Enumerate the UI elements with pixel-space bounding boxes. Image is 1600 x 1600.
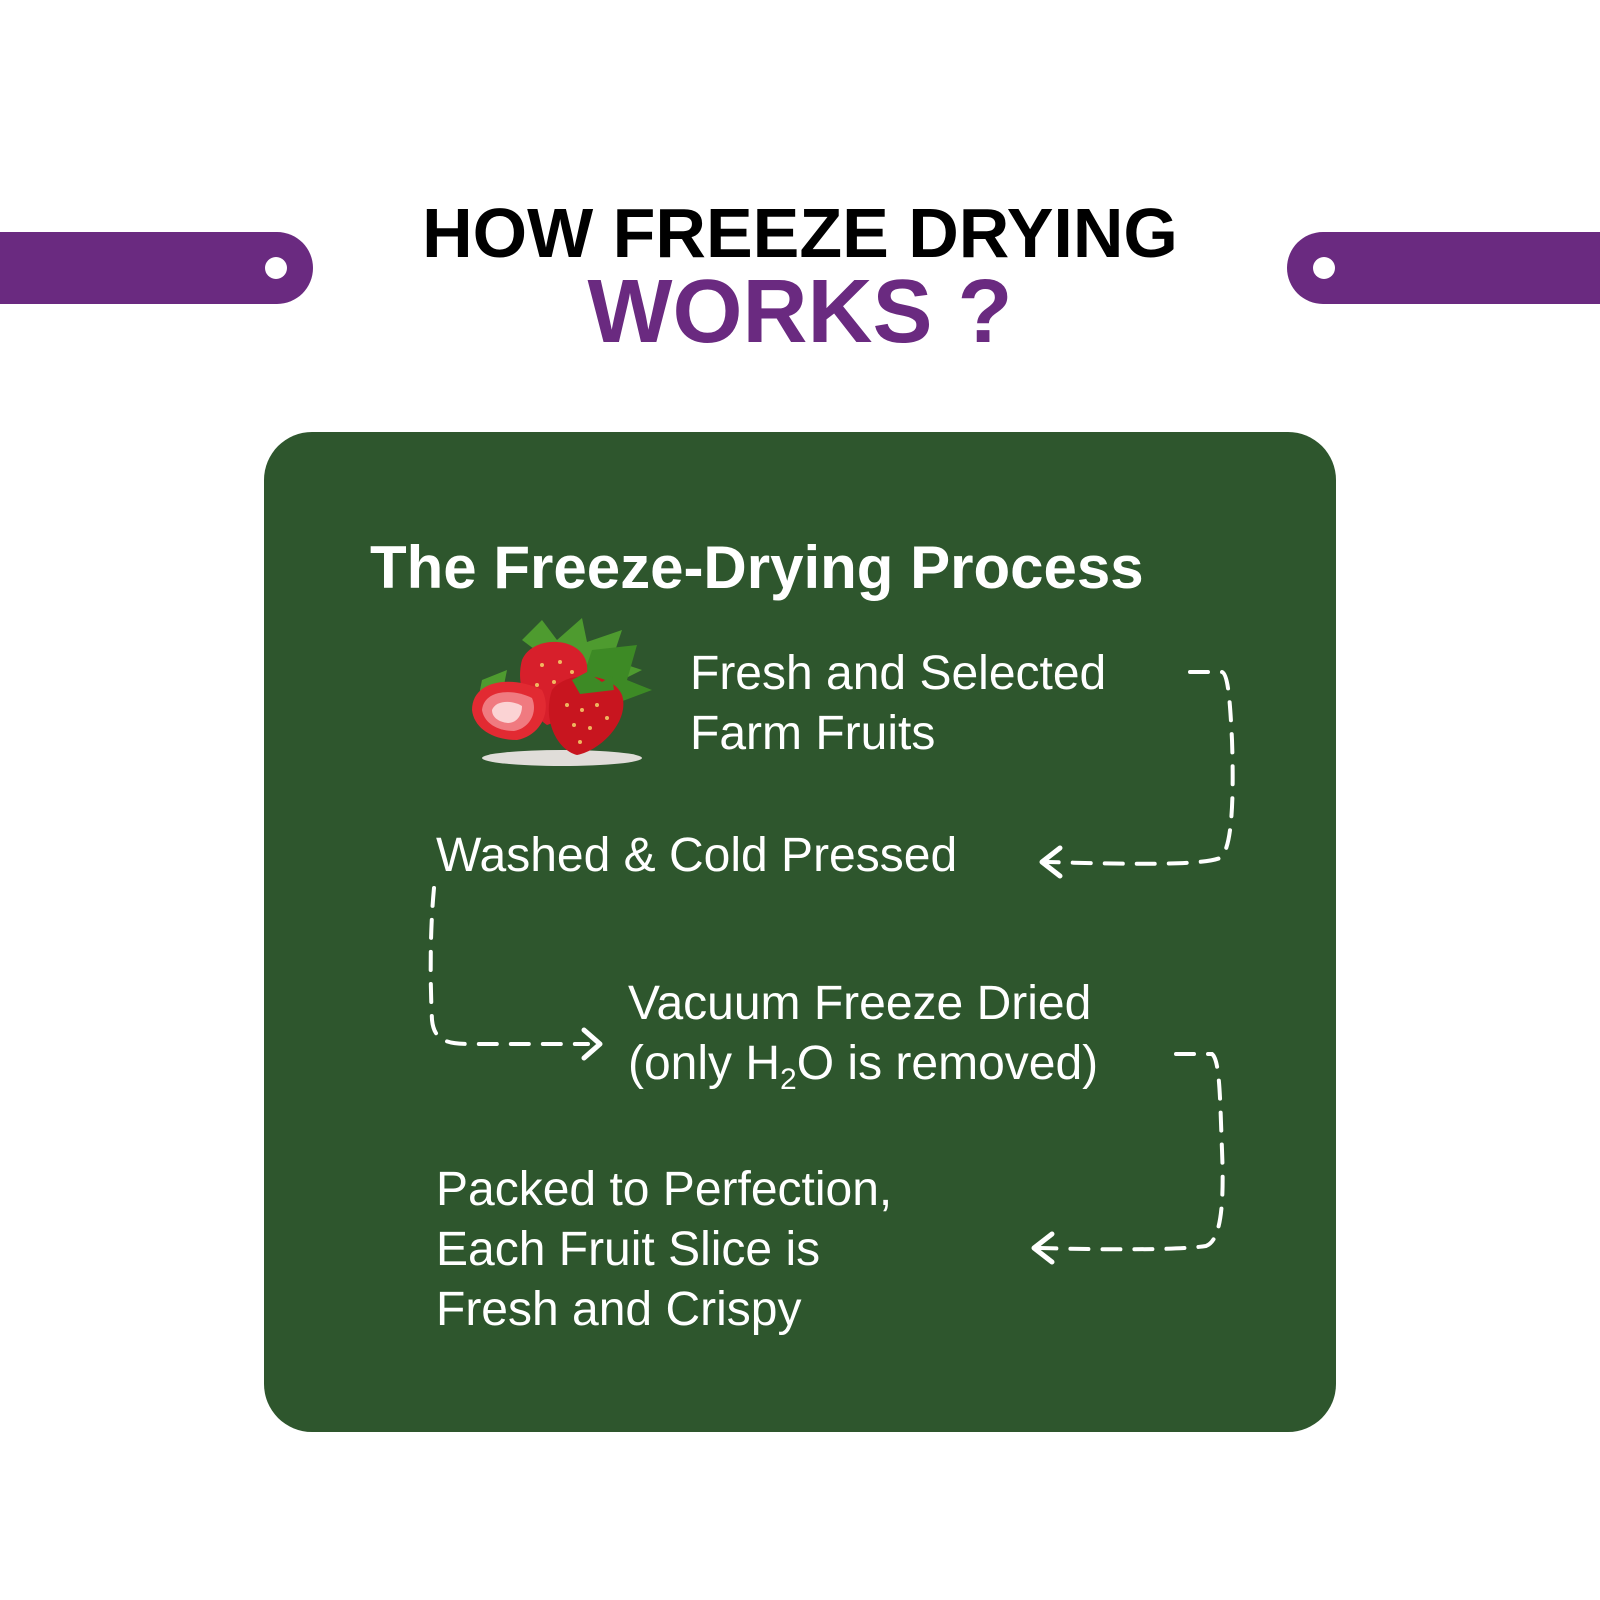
step-3-line-2: (only H2O is removed) (628, 1034, 1098, 1100)
step-1-line-2: Farm Fruits (690, 707, 936, 760)
step-4-line-1: Packed to Perfection, (436, 1163, 893, 1216)
step-1-line-1: Fresh and Selected (690, 647, 1107, 700)
step-3-line-2-before: (only H (628, 1037, 781, 1090)
left-bar-dot (265, 257, 287, 279)
left-decorative-bar (0, 232, 313, 304)
step-4-line-3: Fresh and Crispy (436, 1283, 802, 1336)
panel-title: The Freeze-Drying Process (370, 534, 1144, 601)
step-vacuum-freeze-dried: Vacuum Freeze Dried (only H2O is removed… (628, 974, 1098, 1100)
step-3-subscript: 2 (780, 1063, 797, 1096)
heading-line-2: WORKS ? (587, 262, 1013, 362)
step-3-line-1: Vacuum Freeze Dried (628, 977, 1092, 1030)
step-3-line-2-after: O is removed) (796, 1037, 1099, 1090)
right-bar-dot (1313, 257, 1335, 279)
step-packed-to-perfection: Packed to Perfection, Each Fruit Slice i… (436, 1160, 892, 1340)
step-fresh-fruits: Fresh and Selected Farm Fruits (690, 644, 1106, 764)
strawberry-icon (472, 618, 652, 766)
right-decorative-bar (1287, 232, 1600, 304)
step-washed-cold-pressed: Washed & Cold Pressed (436, 826, 957, 886)
step-4-line-2: Each Fruit Slice is (436, 1223, 821, 1276)
step-2-line-1: Washed & Cold Pressed (436, 829, 958, 882)
heading-line-1: HOW FREEZE DRYING (422, 194, 1178, 272)
